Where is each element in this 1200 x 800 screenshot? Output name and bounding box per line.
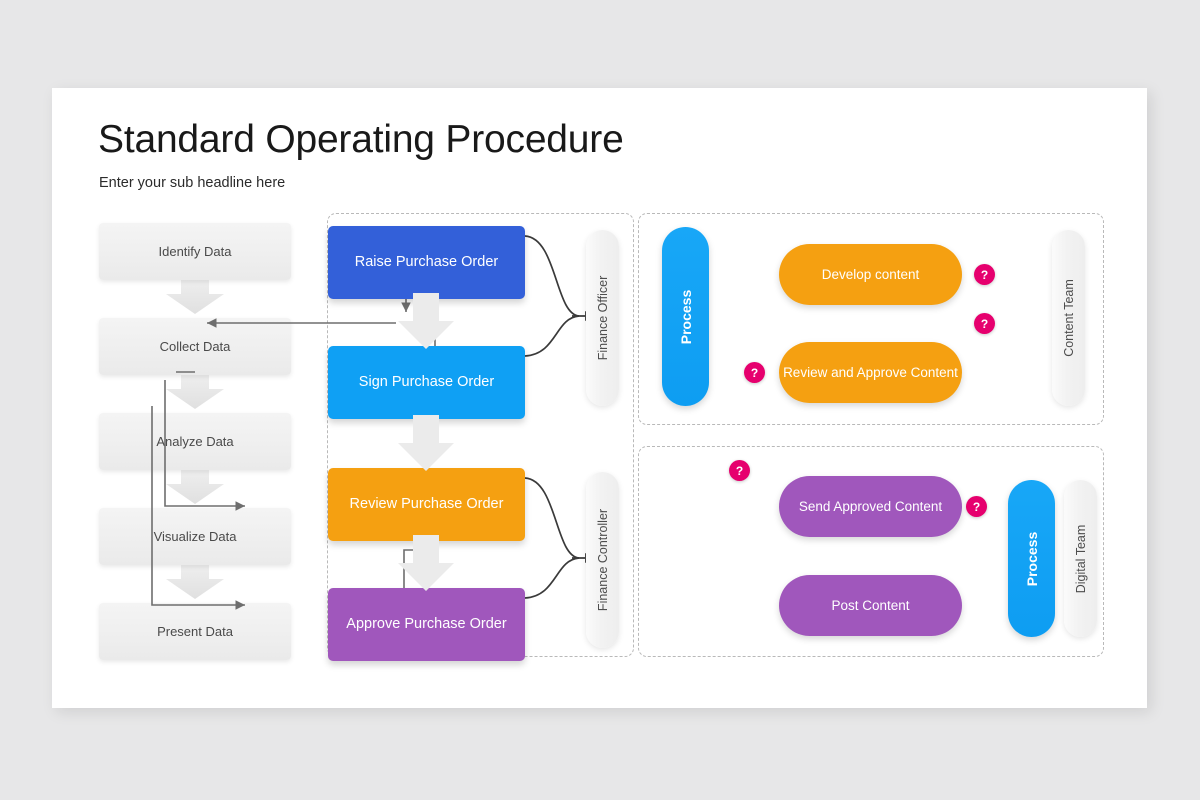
funnel-column: Identify Data Collect Data Analyze Data … — [99, 223, 291, 660]
question-badge-icon[interactable]: ? — [966, 496, 987, 517]
task-label: Develop content — [821, 266, 920, 282]
task-send-approved-content[interactable]: Send Approved Content — [779, 476, 962, 537]
page-title: Standard Operating Procedure — [98, 118, 624, 161]
page-subtitle: Enter your sub headline here — [99, 175, 286, 191]
task-approve-purchase-order[interactable]: Approve Purchase Order — [328, 588, 525, 661]
task-label: Send Approved Content — [798, 498, 943, 514]
slide-card: Standard Operating Procedure Enter your … — [52, 88, 1147, 708]
funnel-step-visualize-data[interactable]: Visualize Data — [99, 508, 291, 565]
task-label: Raise Purchase Order — [354, 253, 499, 270]
funnel-step-label: Present Data — [157, 624, 233, 639]
panel-digital-team — [638, 446, 1104, 657]
funnel-step-identify-data[interactable]: Identify Data — [99, 223, 291, 280]
task-post-content[interactable]: Post Content — [779, 575, 962, 636]
role-label: Finance Controller — [595, 508, 610, 612]
role-label: Digital Team — [1073, 524, 1088, 593]
role-content-team[interactable]: Content Team — [1052, 230, 1085, 406]
process-pill-content-team[interactable]: Process — [662, 227, 709, 406]
funnel-arrow-icon — [166, 561, 224, 599]
task-label: Post Content — [831, 597, 910, 613]
task-label: Review Purchase Order — [349, 495, 504, 512]
task-raise-purchase-order[interactable]: Raise Purchase Order — [328, 226, 525, 299]
task-label: Review and Approve Content — [783, 364, 958, 380]
funnel-arrow-icon — [166, 276, 224, 314]
question-badge-icon[interactable]: ? — [974, 264, 995, 285]
flow-arrow-icon — [398, 293, 454, 349]
funnel-step-collect-data[interactable]: Collect Data — [99, 318, 291, 375]
role-finance-controller[interactable]: Finance Controller — [586, 472, 619, 648]
panel-content-team — [638, 213, 1104, 425]
funnel-arrow-icon — [166, 466, 224, 504]
process-pill-digital-team[interactable]: Process — [1008, 480, 1055, 637]
process-label: Process — [677, 289, 694, 344]
role-digital-team[interactable]: Digital Team — [1064, 480, 1097, 637]
flow-arrow-icon — [398, 415, 454, 471]
task-label: Approve Purchase Order — [346, 615, 507, 632]
question-badge-icon[interactable]: ? — [744, 362, 765, 383]
funnel-step-analyze-data[interactable]: Analyze Data — [99, 413, 291, 470]
task-review-purchase-order[interactable]: Review Purchase Order — [328, 468, 525, 541]
funnel-step-label: Visualize Data — [153, 529, 237, 544]
funnel-step-label: Analyze Data — [156, 434, 234, 449]
question-badge-icon[interactable]: ? — [729, 460, 750, 481]
process-label: Process — [1023, 531, 1040, 586]
funnel-arrow-icon — [166, 371, 224, 409]
question-badge-icon[interactable]: ? — [974, 313, 995, 334]
task-review-approve-content[interactable]: Review and Approve Content — [779, 342, 962, 403]
flow-arrow-icon — [398, 535, 454, 591]
task-label: Sign Purchase Order — [358, 373, 495, 390]
role-label: Content Team — [1061, 279, 1076, 357]
task-develop-content[interactable]: Develop content — [779, 244, 962, 305]
task-sign-purchase-order[interactable]: Sign Purchase Order — [328, 346, 525, 419]
funnel-step-label: Collect Data — [159, 339, 231, 354]
role-finance-officer[interactable]: Finance Officer — [586, 230, 619, 406]
funnel-step-label: Identify Data — [158, 244, 232, 259]
role-label: Finance Officer — [595, 275, 610, 361]
funnel-step-present-data[interactable]: Present Data — [99, 603, 291, 660]
